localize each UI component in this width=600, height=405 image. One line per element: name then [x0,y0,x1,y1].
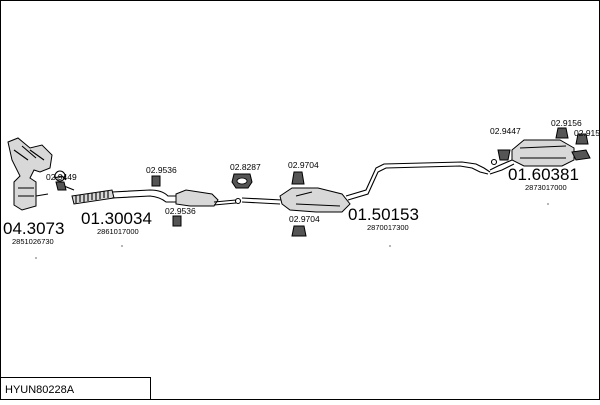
part-ref-2: 2861017000 [97,227,139,236]
part-number-4: 01.60381 [508,165,579,184]
manifold-catalyst-part [7,137,53,211]
fitting-code-3: 02.9536 [165,206,196,216]
fitting-code-7: 02.9447 [490,126,521,136]
part-ref-4: 2873017000 [525,183,567,192]
fitting-code-9: 02.9156 [574,128,600,138]
fitting-02-9447 [497,149,511,161]
fitting-code-1: 02.9449 [46,172,77,182]
fitting-02-8287 [231,173,253,189]
fitting-02-9536-b [172,215,182,227]
fitting-02-9704-a [291,171,305,185]
fitting-02-9156-a [555,127,569,139]
part-ref-3: 2870017300 [367,223,409,232]
fitting-code-2: 02.9536 [146,165,177,175]
fitting-code-5: 02.9704 [288,160,319,170]
part-ref-1: 2851026730 [12,237,54,246]
fitting-code-6: 02.9704 [289,214,320,224]
fitting-code-8: 02.9156 [551,118,582,128]
front-pipe-part [53,170,176,205]
fitting-02-9704-b [291,225,307,237]
middle-pipe-part [241,161,491,213]
center-muffler-1-part [175,189,242,207]
fitting-02-9449 [55,177,67,191]
part-number-3: 01.50153 [348,205,419,224]
fitting-02-9536-a [151,175,161,187]
fitting-02-9156-b [575,133,589,145]
part-number-1: 04.3073 [3,219,64,238]
fitting-code-4: 02.8287 [230,162,261,172]
rear-muffler-part [489,139,591,175]
diagram-code: HYUN80228A [5,384,75,396]
part-number-2: 01.30034 [81,209,152,228]
